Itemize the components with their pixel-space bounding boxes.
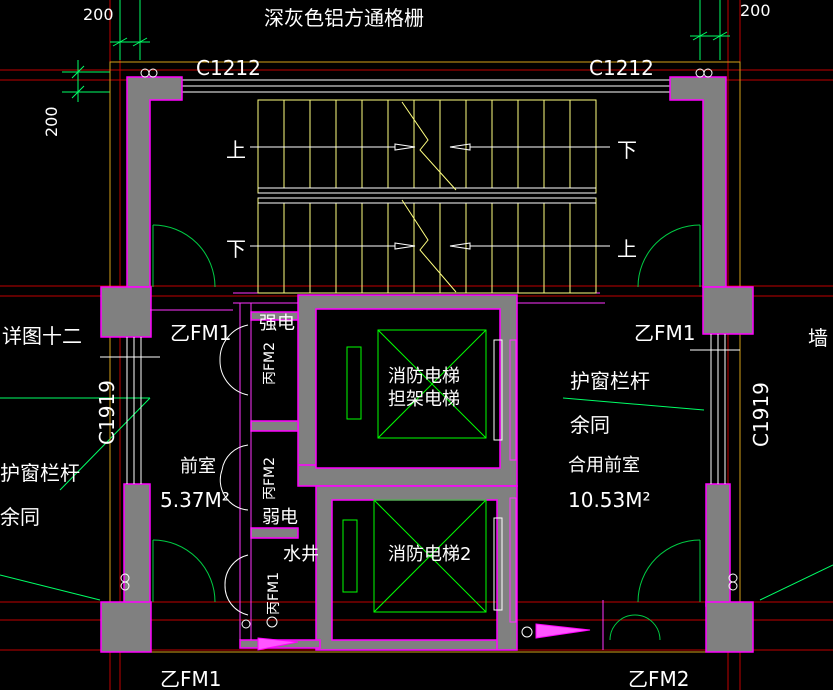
elevator-1-car <box>346 329 487 439</box>
dimension-lines <box>0 0 833 601</box>
wall-shaft-b <box>250 420 299 432</box>
stair-down-left: 下 <box>226 237 246 261</box>
wall-top-right <box>669 76 727 288</box>
stair-up-left: 上 <box>226 138 246 162</box>
window-label-top-right: C1212 <box>589 56 654 80</box>
elevator-2-car <box>342 499 487 613</box>
stair-up-right: 上 <box>617 237 637 261</box>
elevator-2-label: 消防电梯2 <box>388 544 471 565</box>
dim-top-right: 200 <box>740 1 771 20</box>
wall-right-lower <box>705 483 731 607</box>
small-doors <box>219 324 249 616</box>
wall-shaft-c <box>250 527 299 539</box>
fm2-b-label: 丙FM2 <box>262 457 278 500</box>
side-windows <box>100 334 740 484</box>
door-bottom-left: 乙FM1 <box>160 667 221 690</box>
top-windows <box>180 79 670 101</box>
wall-bottom-left <box>100 601 152 653</box>
strong-elec-label: 强电 <box>259 313 295 334</box>
doors <box>152 224 701 641</box>
stair-break-lines <box>401 101 457 293</box>
walls <box>100 76 754 653</box>
wall-ref: 墙 <box>808 326 828 350</box>
elevator-doors <box>493 339 503 611</box>
rail-right-line1: 护窗栏杆 <box>570 369 650 393</box>
water-well-label: 水井 <box>283 544 319 565</box>
door-bottom-right: 乙FM2 <box>628 667 689 690</box>
window-label-left: C1919 <box>95 380 119 445</box>
elevator-1-label-line2: 担架电梯 <box>388 389 460 410</box>
stair-landing-lines <box>258 187 596 204</box>
front-room-area: 5.37M² <box>160 488 230 512</box>
small-circles <box>241 616 533 638</box>
rail-left-line1: 护窗栏杆 <box>0 461 80 485</box>
shared-front-room-label: 合用前室 <box>568 455 640 476</box>
rail-right-line2: 余同 <box>570 413 610 437</box>
window-markers <box>120 68 738 591</box>
pink-markers <box>257 623 591 651</box>
rail-left-line2: 余同 <box>0 505 40 529</box>
top-note: 深灰色铝方通格栅 <box>264 6 424 30</box>
wall-bottom-right <box>705 601 754 653</box>
detail-ref: 详图十二 <box>2 324 82 348</box>
wall-top-left <box>126 76 183 288</box>
dim-top-left: 200 <box>83 5 114 24</box>
fm1-c-label: 丙FM1 <box>266 572 282 615</box>
wall-right-pier <box>702 286 754 335</box>
window-label-right: C1919 <box>749 382 773 447</box>
window-label-top-left: C1212 <box>196 56 261 80</box>
weak-elec-label: 弱电 <box>262 507 298 528</box>
stair-down-right: 下 <box>617 138 637 162</box>
door-fm1-right: 乙FM1 <box>634 321 695 345</box>
wall-elevator2 <box>315 485 518 651</box>
stair-arrows <box>250 143 610 250</box>
door-fm1-left: 乙FM1 <box>170 321 231 345</box>
shared-front-room-area: 10.53M² <box>568 488 651 512</box>
fm2-a-label: 丙FM2 <box>262 342 278 385</box>
front-room-label: 前室 <box>180 456 216 477</box>
stair-treads <box>283 100 571 293</box>
elevator-1-label-line1: 消防电梯 <box>388 366 460 387</box>
dim-left-vertical: 200 <box>42 106 61 137</box>
elevator-magenta-lines <box>509 339 517 623</box>
wall-left-lower <box>123 483 151 607</box>
wall-left-pier <box>100 286 152 338</box>
